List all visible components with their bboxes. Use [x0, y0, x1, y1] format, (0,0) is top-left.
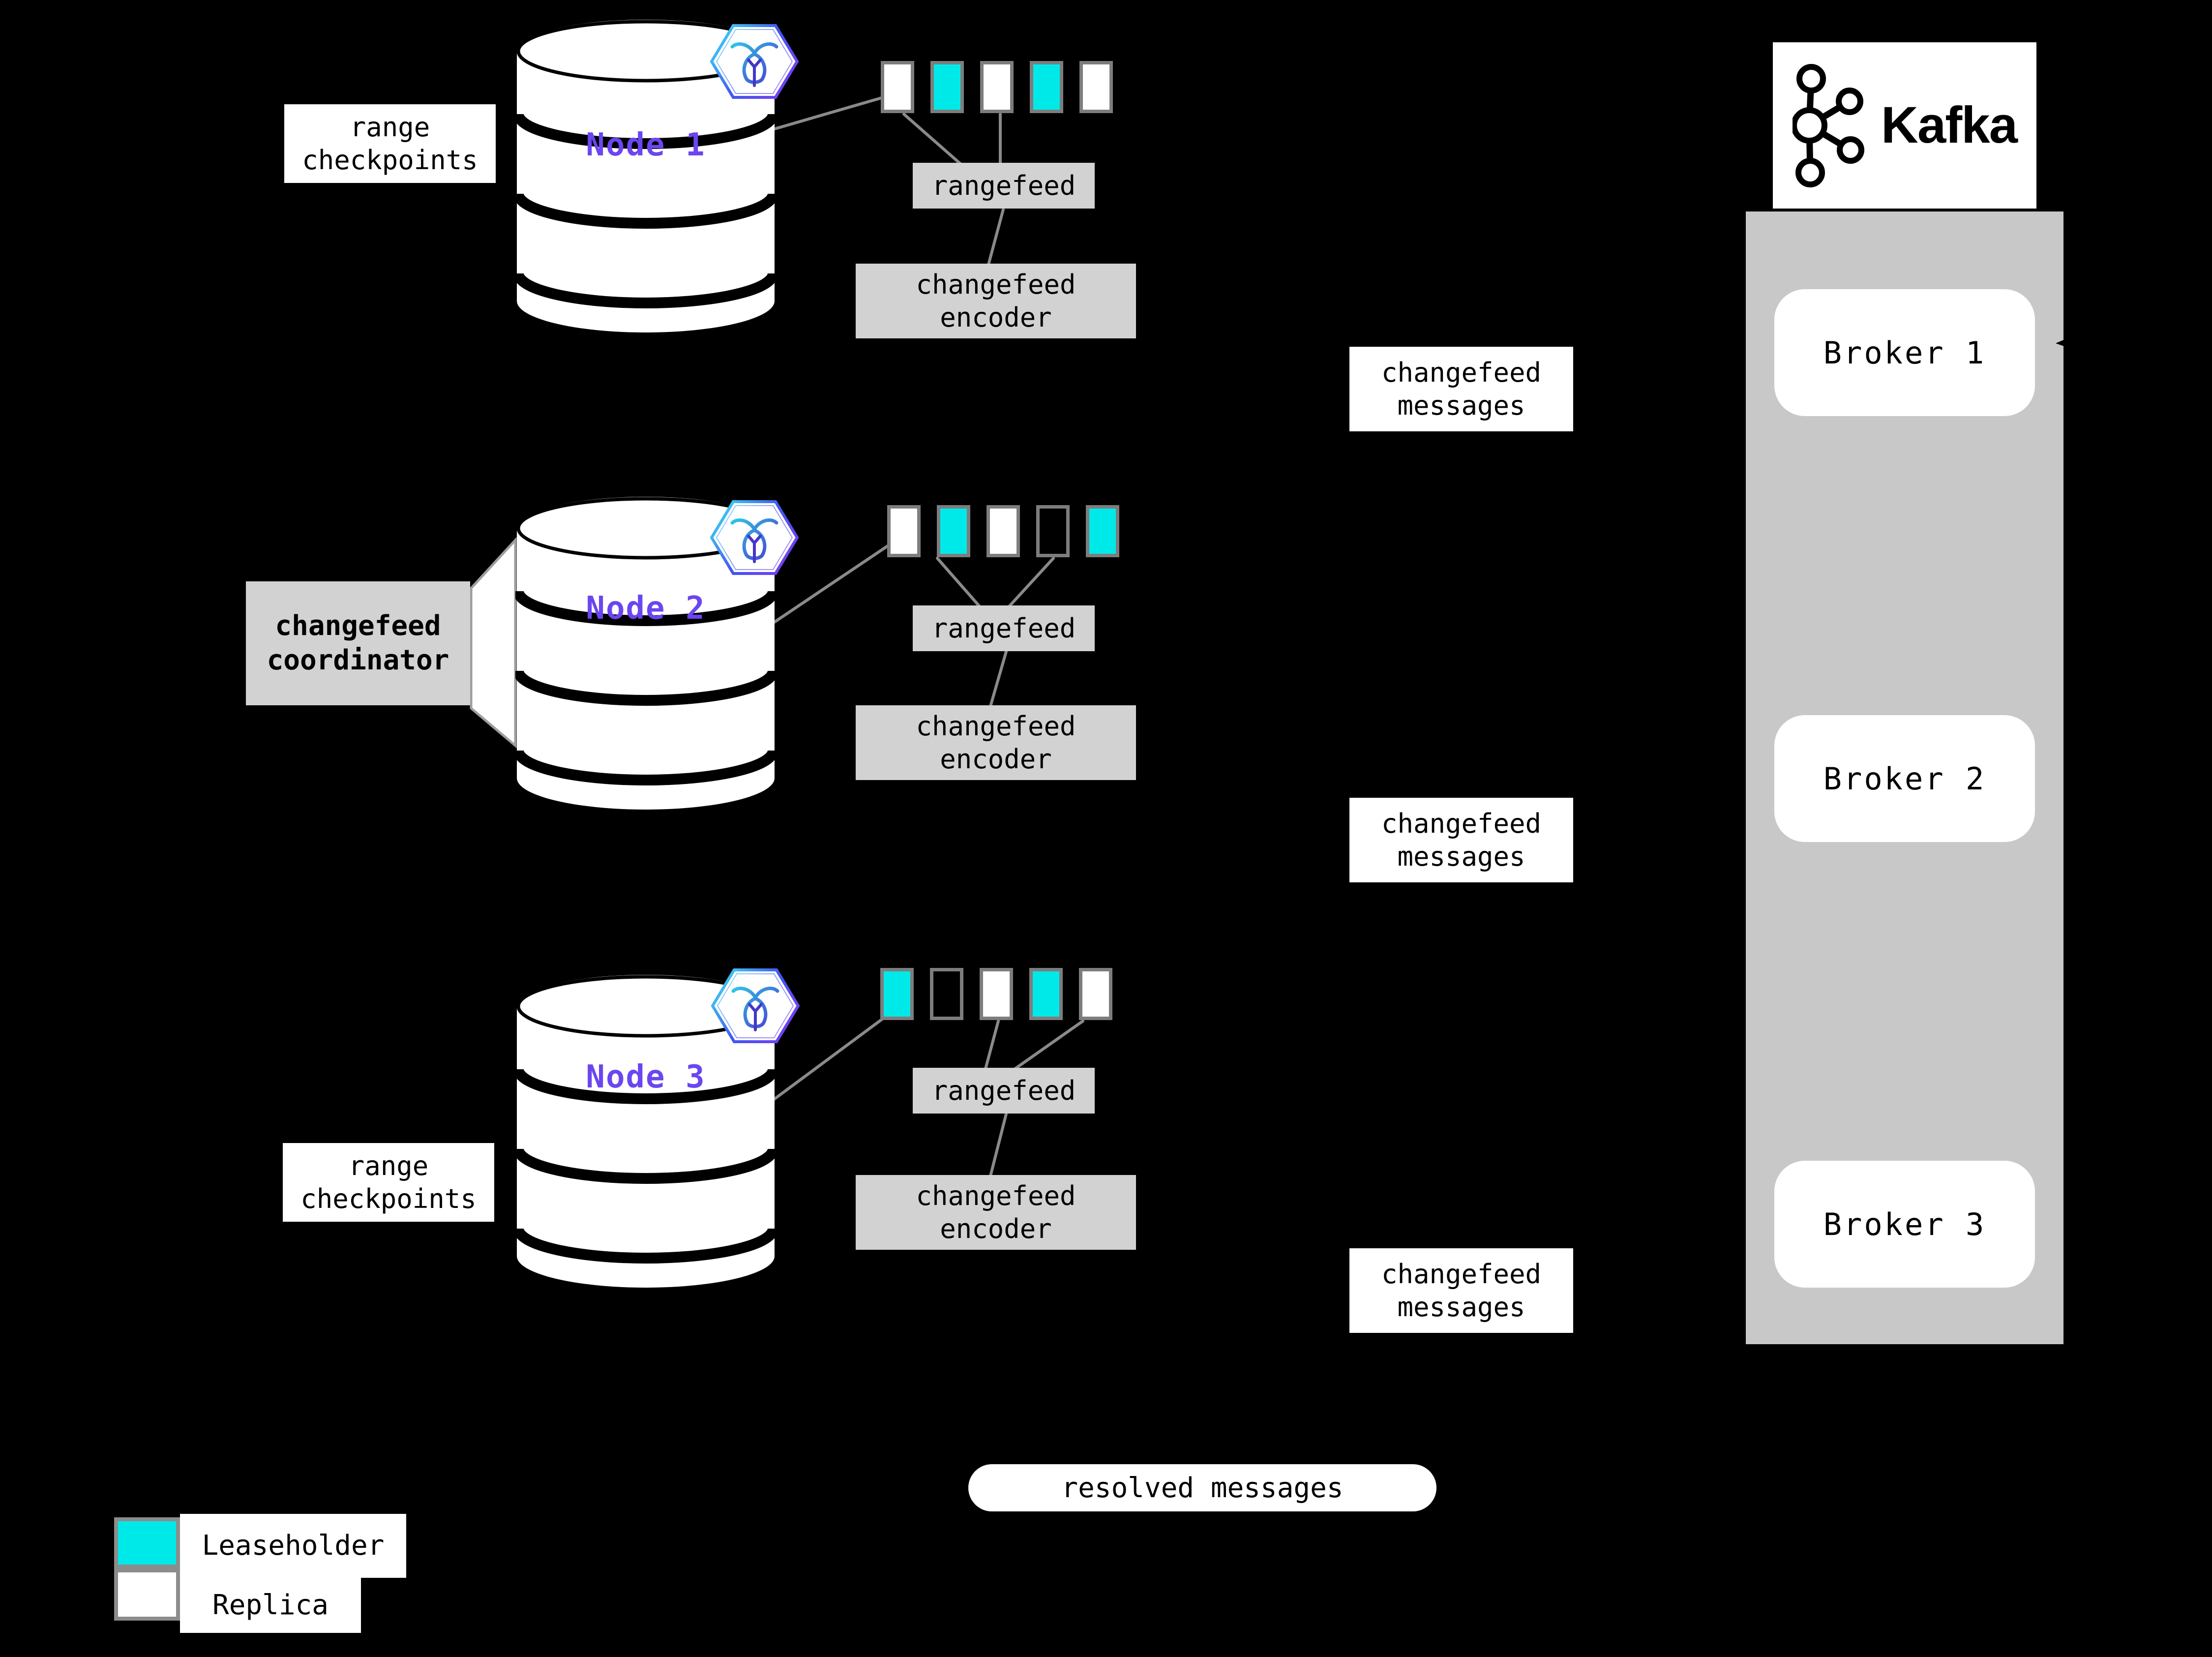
broker-1-box: Broker 1 [1774, 289, 2035, 416]
connector-line [771, 543, 891, 625]
legend-replica-label: Replica [180, 1578, 361, 1633]
connector-line [1008, 557, 1055, 608]
empty-square [930, 968, 963, 1020]
kafka-wordmark: Kafka [1881, 96, 2018, 154]
connector-line [936, 557, 981, 608]
cockroachdb-icon [710, 499, 799, 576]
replica-square [980, 61, 1014, 113]
broker-3-box: Broker 3 [1774, 1161, 2035, 1288]
replica-square [1079, 61, 1113, 113]
cockroachdb-icon [710, 23, 799, 100]
kafka-icon [1793, 63, 1864, 187]
leaseholder-square [880, 968, 914, 1020]
connector-line [989, 650, 1008, 708]
node3-changefeed-messages-label: changefeed messages [1349, 1248, 1573, 1333]
node2-changefeed-messages-label: changefeed messages [1349, 798, 1573, 882]
replica-square [986, 505, 1020, 557]
node1-label: Node 1 [586, 127, 706, 163]
resolved-messages-pill: resolved messages [968, 1464, 1436, 1511]
leaseholder-square [1030, 61, 1063, 113]
arrow-left-icon [2056, 332, 2081, 352]
kafka-logo-box: Kafka [1773, 42, 2036, 209]
node2-range-replicas-row [887, 505, 1119, 557]
node1-rangefeed-box: rangefeed [913, 163, 1095, 209]
connector-line [768, 96, 885, 132]
node3-range-replicas-row [880, 968, 1112, 1020]
leaseholder-square [1029, 968, 1063, 1020]
legend-replica-swatch [114, 1568, 180, 1621]
cockroachdb-icon [711, 967, 800, 1045]
broker-2-box: Broker 2 [1774, 715, 2035, 842]
node3-label: Node 3 [586, 1059, 706, 1095]
node1-range-replicas-row [881, 61, 1113, 113]
legend-leaseholder-swatch [114, 1517, 180, 1568]
empty-square [1036, 505, 1070, 557]
connector-lines [768, 96, 1084, 1177]
connector-line [984, 1020, 1000, 1070]
legend-leaseholder-label: Leaseholder [180, 1514, 406, 1578]
range-checkpoints-label-node3: range checkpoints [283, 1143, 494, 1222]
node2-label: Node 2 [586, 590, 706, 627]
range-checkpoints-label-node1: range checkpoints [284, 104, 496, 183]
node1-changefeed-messages-label: changefeed messages [1349, 347, 1573, 431]
replica-square [1079, 968, 1112, 1020]
node1-changefeed-encoder-box: changefeed encoder [856, 264, 1136, 338]
node2-rangefeed-box: rangefeed [913, 605, 1095, 651]
connector-line [989, 1113, 1008, 1177]
replica-square [887, 505, 921, 557]
replica-square [881, 61, 914, 113]
connector-line [987, 208, 1005, 266]
node3-changefeed-encoder-box: changefeed encoder [856, 1175, 1136, 1250]
connector-line [902, 113, 962, 165]
leaseholder-square [937, 505, 970, 557]
node3-rangefeed-box: rangefeed [913, 1068, 1095, 1114]
connector-line [771, 1018, 884, 1102]
coordinator-callout-pointer [470, 537, 517, 749]
leaseholder-square [1086, 505, 1119, 557]
connector-line [1014, 1020, 1084, 1070]
changefeed-coordinator-box: changefeed coordinator [246, 581, 470, 705]
leaseholder-square [930, 61, 964, 113]
node2-changefeed-encoder-box: changefeed encoder [856, 705, 1136, 780]
replica-square [980, 968, 1013, 1020]
